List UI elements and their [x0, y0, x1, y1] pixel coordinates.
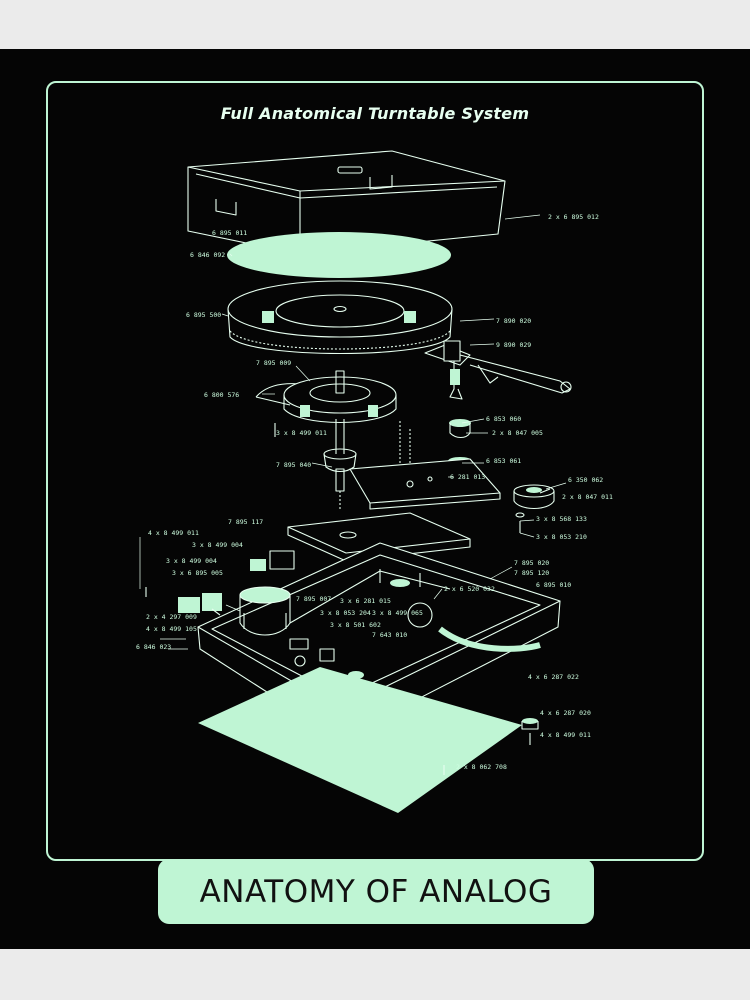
part-label: 2 x 8 047 005: [492, 429, 543, 437]
part-label: 7 895 007: [296, 595, 331, 603]
bottom-foot: [521, 718, 539, 745]
part-label: 4 x 8 499 011: [540, 731, 591, 739]
part-label: 7 890 020: [496, 317, 531, 325]
poster-title: ANATOMY OF ANALOG: [199, 873, 553, 910]
tonearm: [424, 340, 572, 400]
part-label: 6 853 061: [486, 457, 521, 465]
dust-cover: [187, 150, 506, 255]
platter-mat: [227, 232, 451, 278]
part-label: 6 846 092: [190, 251, 225, 259]
part-label: 7 895 040: [276, 461, 311, 469]
part-label: 6 853 060: [486, 415, 521, 423]
part-label: 3 x 8 499 004: [192, 541, 243, 549]
leader-lines: [139, 214, 567, 650]
part-label: 3 x 8 053 204: [320, 609, 371, 617]
part-label: 4 x 6 287 020: [540, 709, 591, 717]
part-label: 3 x 6 281 015: [340, 597, 391, 605]
part-label: 2 x 4 297 009: [146, 613, 197, 621]
part-label: 7 895 117: [228, 518, 263, 526]
part-label: 4 x 6 287 022: [528, 673, 579, 681]
part-label: 3 x 8 499 065: [372, 609, 423, 617]
part-label: 3 x 8 053 210: [536, 533, 587, 541]
part-label: 6 846 023: [136, 643, 171, 651]
part-label: 6 895 010: [536, 581, 571, 589]
part-label: 3 x 8 499 011: [276, 429, 327, 437]
poster: Full Anatomical Turntable System: [0, 49, 750, 949]
sub-platter: [255, 370, 397, 424]
part-label: 3 x 8 568 133: [536, 515, 587, 523]
part-labels: 2 x 6 895 012 6 895 011 6 846 092 6 895 …: [136, 213, 613, 771]
foot-parts: [513, 484, 555, 533]
part-label: 3 x 8 499 004: [166, 557, 217, 565]
part-label: 6 895 011: [212, 229, 247, 237]
platter: [227, 280, 453, 355]
part-label: 2 x 6 520 032: [444, 585, 495, 593]
turntable-exploded-diagram: 2 x 6 895 012 6 895 011 6 846 092 6 895 …: [136, 150, 613, 813]
part-label: 7 895 009: [256, 359, 291, 367]
part-label: 4 x 8 499 105: [146, 625, 197, 633]
title-banner: ANATOMY OF ANALOG: [158, 859, 594, 924]
part-label: 2 x 6 895 012: [548, 213, 599, 221]
part-label: 2 x 8 062 708: [456, 763, 507, 771]
part-label: 9 890 029: [496, 341, 531, 349]
screws: [145, 423, 551, 775]
part-label: 7 895 120: [514, 569, 549, 577]
poster-subtitle: Full Anatomical Turntable System: [220, 104, 530, 123]
top-plate: [349, 458, 501, 510]
motor: [178, 550, 295, 636]
part-label: 4 x 8 499 011: [148, 529, 199, 537]
spindle-bearing: [323, 419, 357, 509]
part-label: 2 x 8 047 011: [562, 493, 613, 501]
part-label: 6 895 500: [186, 311, 221, 319]
part-label: 3 x 8 501 602: [330, 621, 381, 629]
part-label: 7 643 010: [372, 631, 407, 639]
base-sheet: [198, 667, 522, 813]
part-label: 6 350 062: [568, 476, 603, 484]
part-label: 6 281 013: [450, 473, 485, 481]
part-label: 6 800 576: [204, 391, 239, 399]
part-label: 7 895 020: [514, 559, 549, 567]
part-label: 3 x 6 895 005: [172, 569, 223, 577]
